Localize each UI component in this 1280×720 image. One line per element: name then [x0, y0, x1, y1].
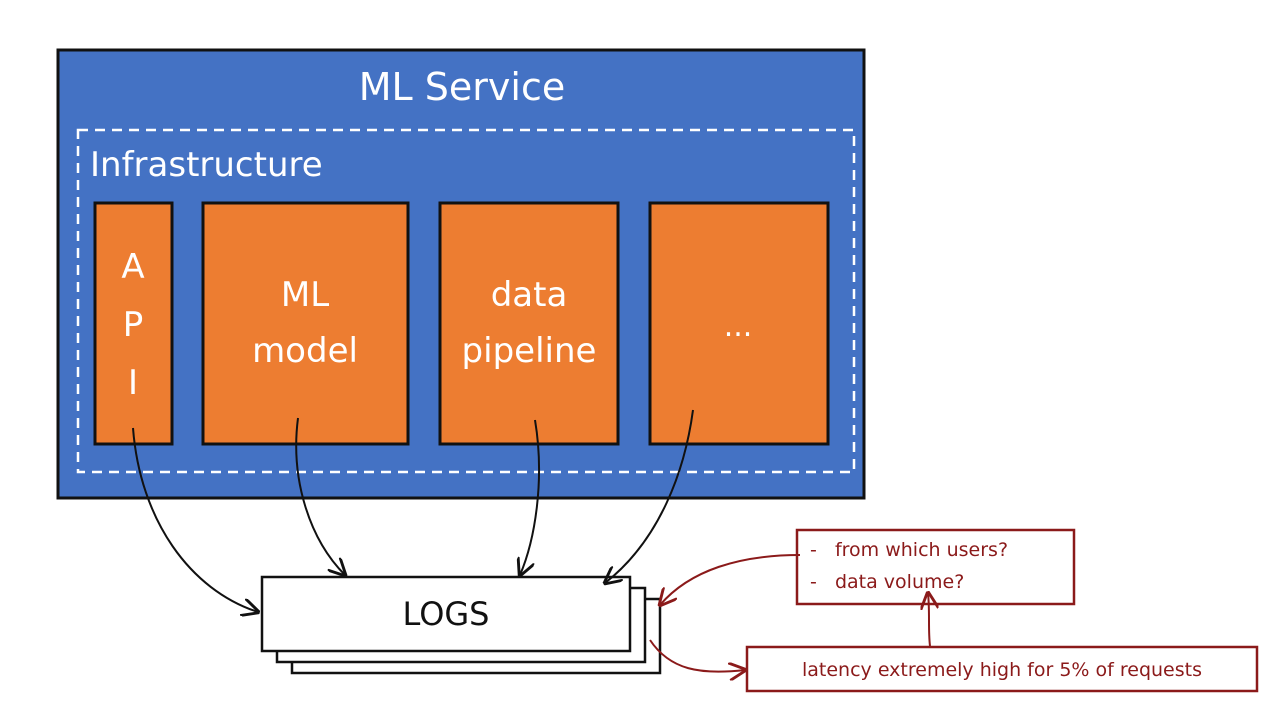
arrow-questions-to-logs	[660, 554, 801, 605]
api-label-line-1: A	[121, 247, 144, 287]
data-pipeline-label-line-1: data	[491, 275, 568, 315]
infrastructure-box	[76, 128, 856, 474]
arrow-latency-to-questions	[928, 593, 930, 647]
data-pipeline-component	[438, 201, 620, 446]
arrow-more-to-logs	[605, 409, 694, 583]
logs-box	[260, 575, 632, 653]
arrow-data-pipeline-to-logs	[520, 419, 540, 575]
latency-note-box	[745, 645, 1259, 693]
question-item-2: - data volume?	[810, 571, 964, 593]
more-label: ...	[724, 309, 753, 344]
infrastructure-label: Infrastructure	[90, 145, 323, 185]
more-component	[648, 201, 830, 446]
data-pipeline-label-line-2: pipeline	[462, 331, 597, 371]
latency-note-text: latency extremely high for 5% of request…	[802, 659, 1202, 681]
ml-model-label-line-2: model	[252, 331, 358, 371]
logs-label: LOGS	[403, 595, 490, 633]
arrow-logs-to-latency-note	[649, 639, 745, 672]
ml-service-title: ML Service	[359, 65, 565, 109]
ml-model-component	[201, 201, 410, 446]
arrow-ml-model-to-logs	[295, 417, 345, 575]
question-item-1: - from which users?	[810, 539, 1008, 561]
ml-model-label-line-1: ML	[281, 275, 329, 315]
api-label-line-2: P	[123, 305, 144, 345]
api-component	[93, 201, 174, 446]
api-label-line-3: I	[128, 363, 138, 403]
arrow-api-to-logs	[132, 427, 258, 612]
